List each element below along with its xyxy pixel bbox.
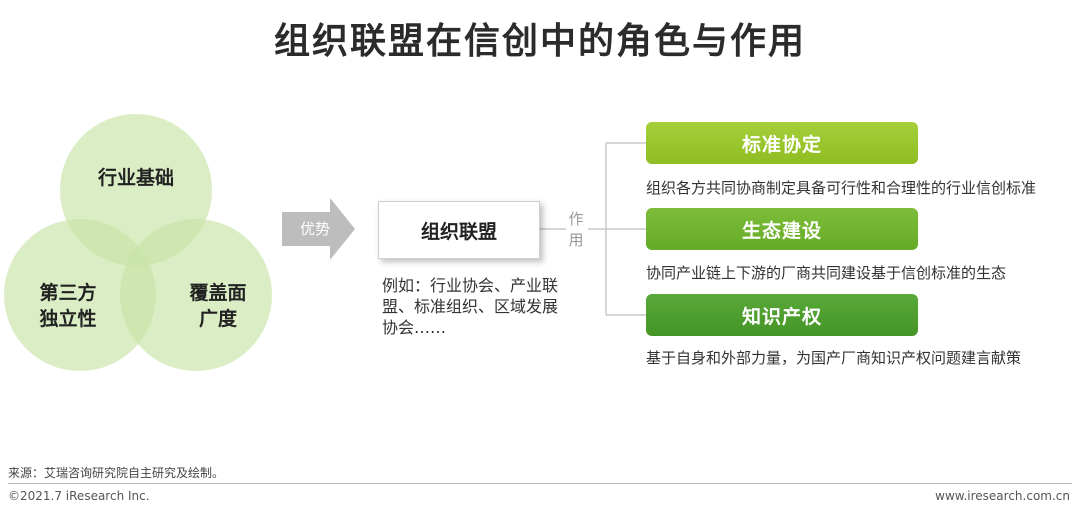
role-pill-ecosystem: 生态建设 [646, 208, 918, 250]
advantage-arrow [282, 198, 355, 260]
page-title: 组织联盟在信创中的角色与作用 [273, 21, 806, 62]
role-label-line2: 用 [568, 231, 584, 249]
venn-circle-left [4, 219, 156, 371]
role-label-line1: 作 [568, 210, 584, 228]
role-pill-ip: 知识产权 [646, 294, 918, 336]
venn-label-right-line1: 覆盖面 [189, 282, 247, 304]
venn-label-top: 行业基础 [97, 167, 174, 189]
role-pill-standards: 标准协定 [646, 122, 918, 164]
copyright: ©2021.7 iResearch Inc. [8, 489, 150, 503]
venn-label-left-line1: 第三方 [39, 282, 97, 304]
venn-label-left: 第三方 独立性 [28, 280, 108, 332]
role-label: 作 用 [566, 209, 586, 251]
role-desc-ecosystem: 协同产业链上下游的厂商共同建设基于信创标准的生态 [646, 264, 1007, 282]
venn-circle-right [120, 219, 272, 371]
venn-label-right-line2: 广度 [198, 308, 237, 330]
venn-label-right: 覆盖面 广度 [178, 280, 258, 332]
role-desc-ip: 基于自身和外部力量，为国产厂商知识产权问题建言献策 [646, 349, 1022, 367]
footer-divider [8, 483, 1072, 484]
org-alliance-box: 组织联盟 [378, 201, 540, 259]
venn-label-left-line2: 独立性 [39, 308, 97, 330]
example-text: 例如：行业协会、产业联盟、标准组织、区域发展协会…… [382, 276, 559, 337]
website-link: www.iresearch.com.cn [935, 489, 1070, 503]
role-desc-standards: 组织各方共同协商制定具备可行性和合理性的行业信创标准 [646, 179, 1037, 197]
source-note: 来源：艾瑞咨询研究院自主研究及绘制。 [8, 466, 225, 480]
arrow-label: 优势 [299, 220, 330, 238]
